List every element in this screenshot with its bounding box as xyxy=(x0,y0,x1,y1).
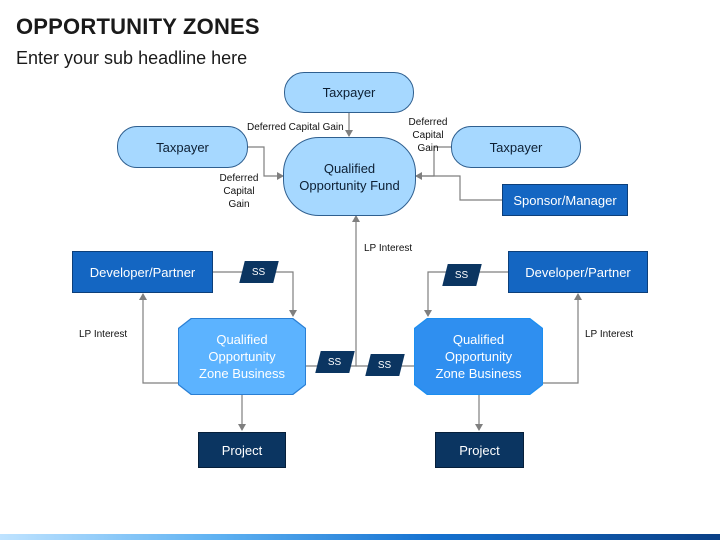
arrow-left-business-to-fund xyxy=(306,215,360,367)
developer-partner-right-node: Developer/Partner xyxy=(508,251,648,293)
taxpayer-top-node: Taxpayer xyxy=(284,72,414,113)
ss-tag-left-top: SS xyxy=(239,261,279,283)
qualified-opportunity-zone-business-right-node: Qualified Opportunity Zone Business xyxy=(414,318,543,395)
label-deferred-capital-gain-left: Deferred Capital Gain xyxy=(219,173,259,210)
sponsor-manager-node: Sponsor/Manager xyxy=(502,184,628,216)
project-right-node: Project xyxy=(435,432,524,468)
footer-gradient-bar xyxy=(0,534,720,540)
arrow-left-lp-interest xyxy=(139,293,178,384)
label-deferred-capital-gain-right: Deferred Capital Gain xyxy=(408,117,448,154)
label-lp-interest-center: LP Interest xyxy=(364,243,413,254)
label-deferred-capital-gain-top: Deferred Capital Gain xyxy=(247,122,344,133)
ss-tag-center-left: SS xyxy=(315,351,355,373)
ss-tag-right-top: SS xyxy=(442,264,482,286)
label-lp-interest-left: LP Interest xyxy=(79,329,128,340)
page-subtitle: Enter your sub headline here xyxy=(16,48,248,68)
arrow-left-developer-to-business xyxy=(213,271,297,317)
ss-tag-center-right: SS xyxy=(365,354,405,376)
taxpayer-right-node: Taxpayer xyxy=(451,126,581,168)
arrow-sponsor-to-fund xyxy=(416,175,502,201)
qualified-opportunity-zone-business-left-node: Qualified Opportunity Zone Business xyxy=(178,318,306,395)
developer-partner-left-node: Developer/Partner xyxy=(72,251,213,293)
qualified-opportunity-fund-node: Qualified Opportunity Fund xyxy=(283,137,416,216)
arrow-left-taxpayer-to-fund xyxy=(248,146,284,180)
arrow-right-developer-to-business xyxy=(424,271,508,317)
taxpayer-left-node: Taxpayer xyxy=(117,126,248,168)
label-lp-interest-right: LP Interest xyxy=(585,329,634,340)
page-title: OPPORTUNITY ZONES xyxy=(16,14,260,39)
project-left-node: Project xyxy=(198,432,286,468)
arrow-right-lp-interest xyxy=(543,293,582,384)
